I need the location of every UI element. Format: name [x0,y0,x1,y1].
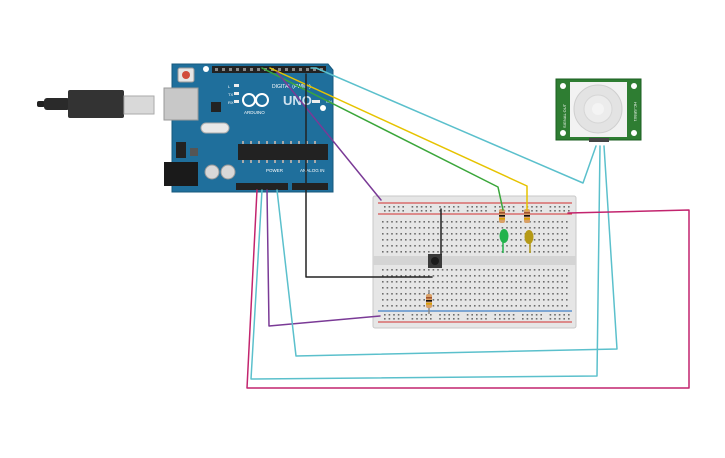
atmega-chip [238,144,328,160]
led-yellow[interactable] [524,230,534,253]
led-green[interactable] [499,229,509,253]
pulldown-resistor[interactable] [426,290,432,314]
capacitor [220,164,236,180]
breadboard-holes[interactable] [382,206,570,320]
wire-purple-button[interactable] [276,71,382,201]
power-jack[interactable] [164,162,198,186]
breadboard[interactable] [372,195,577,329]
usb-cable[interactable] [37,90,155,118]
led-label-tx: TX [228,92,233,97]
arduino-logo [242,93,269,107]
analog-header-label: ANALOG IN [300,168,325,173]
wire-cyan-pir-signal[interactable] [310,67,597,184]
capacitor [204,164,220,180]
wire-purple-5v[interactable] [266,189,381,327]
power-header-label: POWER [266,168,284,173]
pir-motion-sensor[interactable]: SIGNAL OUT HC-SR501 [555,78,642,142]
board-brand-text: UNO [283,93,312,108]
pir-pins[interactable] [589,138,609,142]
wire-yellow-led[interactable] [269,67,528,211]
arduino-uno-board[interactable]: DIGITAL (PWM~) UNO ARDUINO TX RX L ON [163,63,334,193]
analog-header[interactable] [292,183,328,190]
digital-header-label: DIGITAL (PWM~) [272,84,311,90]
pir-label-right: HC-SR501 [633,102,638,122]
board-brand-small: ARDUINO [244,110,265,115]
wire-green-led[interactable] [261,67,504,211]
wire-black-ground[interactable] [305,73,433,278]
wire-cyan-pir-gnd[interactable] [250,145,601,380]
pushbutton[interactable] [428,254,442,268]
power-header[interactable] [236,183,288,190]
pir-label-left: SIGNAL OUT [562,103,567,128]
wire-magenta-rail[interactable] [246,189,690,389]
led-resistor-yellow[interactable] [524,209,530,223]
crystal-oscillator [200,122,230,134]
usb-port[interactable] [163,87,199,121]
led-label-rx: RX [228,100,234,105]
led-resistor-green[interactable] [499,209,505,223]
digital-header[interactable] [212,66,326,73]
led-label-l: L [228,84,231,89]
wire-cyan-pir-vcc[interactable] [276,145,618,357]
